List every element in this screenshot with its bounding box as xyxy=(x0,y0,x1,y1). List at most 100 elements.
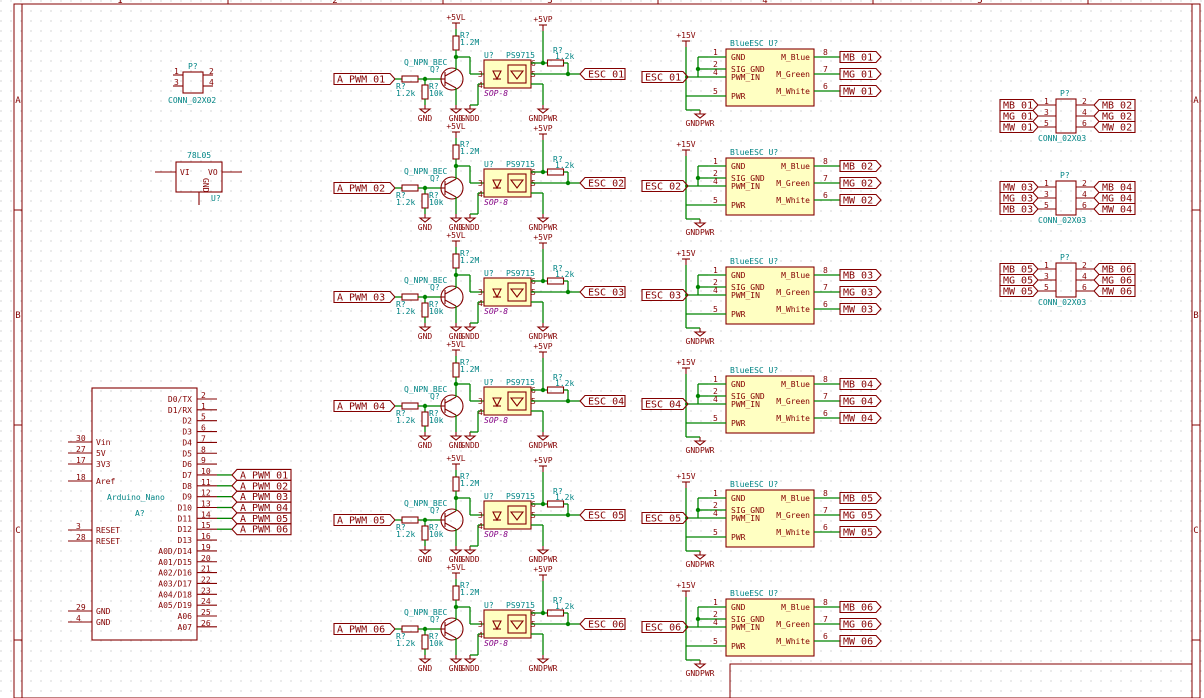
esc-left-pin-num: 5 xyxy=(713,637,718,646)
arduino-left-pin-name: RESET xyxy=(96,537,120,546)
motor-right-label-outline xyxy=(1093,202,1136,216)
esc-left-pin-num: 1 xyxy=(713,48,718,57)
esc-right-pin-name: M_White xyxy=(776,87,810,96)
motor-right-label: MG_06 xyxy=(1102,276,1132,287)
opto-detector xyxy=(509,288,525,298)
pwm-input-label: A_PWM_03 xyxy=(337,293,385,304)
arduino-name: Arduino_Nano xyxy=(107,493,165,502)
opto-ref: U? xyxy=(484,269,494,278)
mw-label: MW_03 xyxy=(843,305,873,316)
arduino-right-pin-name: D12 xyxy=(178,525,193,534)
esc-output-label: ESC_04 xyxy=(588,397,624,408)
pullup-res-val: 1.2M xyxy=(460,588,479,597)
esc-right-pin-num: 8 xyxy=(823,375,828,384)
gnd-triangle xyxy=(449,326,463,332)
gndpwr-label: GNDPWR xyxy=(529,332,558,341)
blueesc-title: BlueESC U? xyxy=(730,148,778,157)
esc-input-label-outline xyxy=(641,397,689,411)
mw-label-outline xyxy=(839,84,882,98)
motor-left-label: MG_05 xyxy=(1003,276,1033,287)
arduino-right-pin-num: 9 xyxy=(201,456,206,465)
esc-output-label-outline xyxy=(579,67,626,81)
esc-left-pin-num: 1 xyxy=(713,489,718,498)
conn-2x3-left-pin-num: 3 xyxy=(1044,272,1049,281)
gnd-triangle xyxy=(536,108,550,114)
esc-left-pin-name: GND xyxy=(731,53,746,62)
conn-2x3-ref: P? xyxy=(1060,253,1070,262)
esc-left-pin-num: 2 xyxy=(713,387,718,396)
optocoupler-inner xyxy=(507,173,527,193)
gnd-triangle xyxy=(418,549,432,555)
vl-label: +5VL xyxy=(446,340,465,349)
motor-right-label: MW_02 xyxy=(1102,123,1132,134)
base-res-val: 1.2k xyxy=(396,530,415,539)
esc-left-pin-num: 1 xyxy=(713,375,718,384)
npn-collector-lead xyxy=(444,178,457,186)
esc-gndpwr-label: GNDPWR xyxy=(686,446,715,455)
conn-2x3-right-pin-num: 2 xyxy=(1082,97,1087,106)
arduino-pwm-label-outline xyxy=(231,523,292,536)
arduino-pwm-label: A_PWM_01 xyxy=(240,470,288,481)
esc-right-pin-name: M_Blue xyxy=(781,162,810,171)
arduino-right-pin-name: D3 xyxy=(182,428,192,437)
arduino-right-pin-num: 19 xyxy=(201,543,211,552)
esc-right-pin-name: M_Green xyxy=(776,70,810,79)
gnd-triangle xyxy=(536,549,550,555)
esc-right-pin-num: 6 xyxy=(823,82,828,91)
title-block-outline xyxy=(729,663,1192,698)
esc-left-pin-name: GND xyxy=(731,162,746,171)
mw-label: MW_01 xyxy=(843,87,873,98)
arduino-right-pin-num: 23 xyxy=(201,586,211,595)
esc-left-pin-num: 4 xyxy=(713,177,718,186)
arduino-right-pin-num: 15 xyxy=(201,521,211,530)
vp-label: +5VP xyxy=(533,233,552,242)
npn-emitter-lead xyxy=(444,299,457,307)
esc-output-label-outline xyxy=(579,508,626,522)
arduino-left-pin-name: RESET xyxy=(96,526,120,535)
conn-2x2-pin-num: 1 xyxy=(174,67,179,76)
arduino-right-pin-num: 16 xyxy=(201,532,211,541)
arduino-right-pin-name: A04/D18 xyxy=(158,590,192,599)
arduino-nano-symbol[interactable]: Arduino_NanoA?2D0/TX1D1/RX5D26D37D48D59D… xyxy=(68,387,292,641)
arduino-right-pin-num: 21 xyxy=(201,565,211,574)
esc-right-pin-name: M_Green xyxy=(776,179,810,188)
regulator-value: 78L05 xyxy=(187,151,211,160)
gnd-triangle xyxy=(693,663,707,669)
mb-label: MB_04 xyxy=(843,380,873,391)
output-res-ref: R? xyxy=(553,373,563,382)
transistor-value: Q_NPN_BEC xyxy=(404,608,448,617)
pulldown-res-ref: R? xyxy=(429,191,439,200)
frame-col-label: 2 xyxy=(332,0,337,6)
blueesc-block xyxy=(725,157,815,216)
esc-gndpwr-label: GNDPWR xyxy=(686,669,715,678)
gnd-triangle xyxy=(418,658,432,664)
emitter-gnd-label: GND xyxy=(449,664,464,673)
esc-right-pin-num: 7 xyxy=(823,65,828,74)
esc-output-label-outline xyxy=(579,285,626,299)
esc-right-pin-name: M_Green xyxy=(776,288,810,297)
esc-right-pin-name: M_Blue xyxy=(781,53,810,62)
arduino-right-pin-num: 14 xyxy=(201,510,211,519)
esc-input-label-outline xyxy=(641,70,689,84)
esc-left-pin-num: 1 xyxy=(713,266,718,275)
gnd-label: GND xyxy=(418,555,433,564)
esc-left-pin-num: 4 xyxy=(713,618,718,627)
motor-left-label-outline xyxy=(999,284,1039,298)
opto-footprint: SOP-8 xyxy=(484,198,508,207)
arduino-left-pin-num: 4 xyxy=(76,614,81,623)
gndpwr-label: GNDPWR xyxy=(529,555,558,564)
esc-right-pin-name: M_Green xyxy=(776,511,810,520)
gnd-triangle xyxy=(693,331,707,337)
esc-output-label: ESC_03 xyxy=(588,288,624,299)
gnd-triangle xyxy=(536,435,550,441)
mg-label-outline xyxy=(839,285,882,299)
arduino-right-pin-num: 25 xyxy=(201,608,211,617)
motor-left-label-outline xyxy=(999,191,1039,205)
output-res-ref: R? xyxy=(553,264,563,273)
pulldown-res-val: 10k xyxy=(429,639,444,648)
conn-2x3-right-pin-num: 6 xyxy=(1082,201,1087,210)
gnd-triangle xyxy=(418,217,432,223)
opto-led xyxy=(492,179,502,190)
